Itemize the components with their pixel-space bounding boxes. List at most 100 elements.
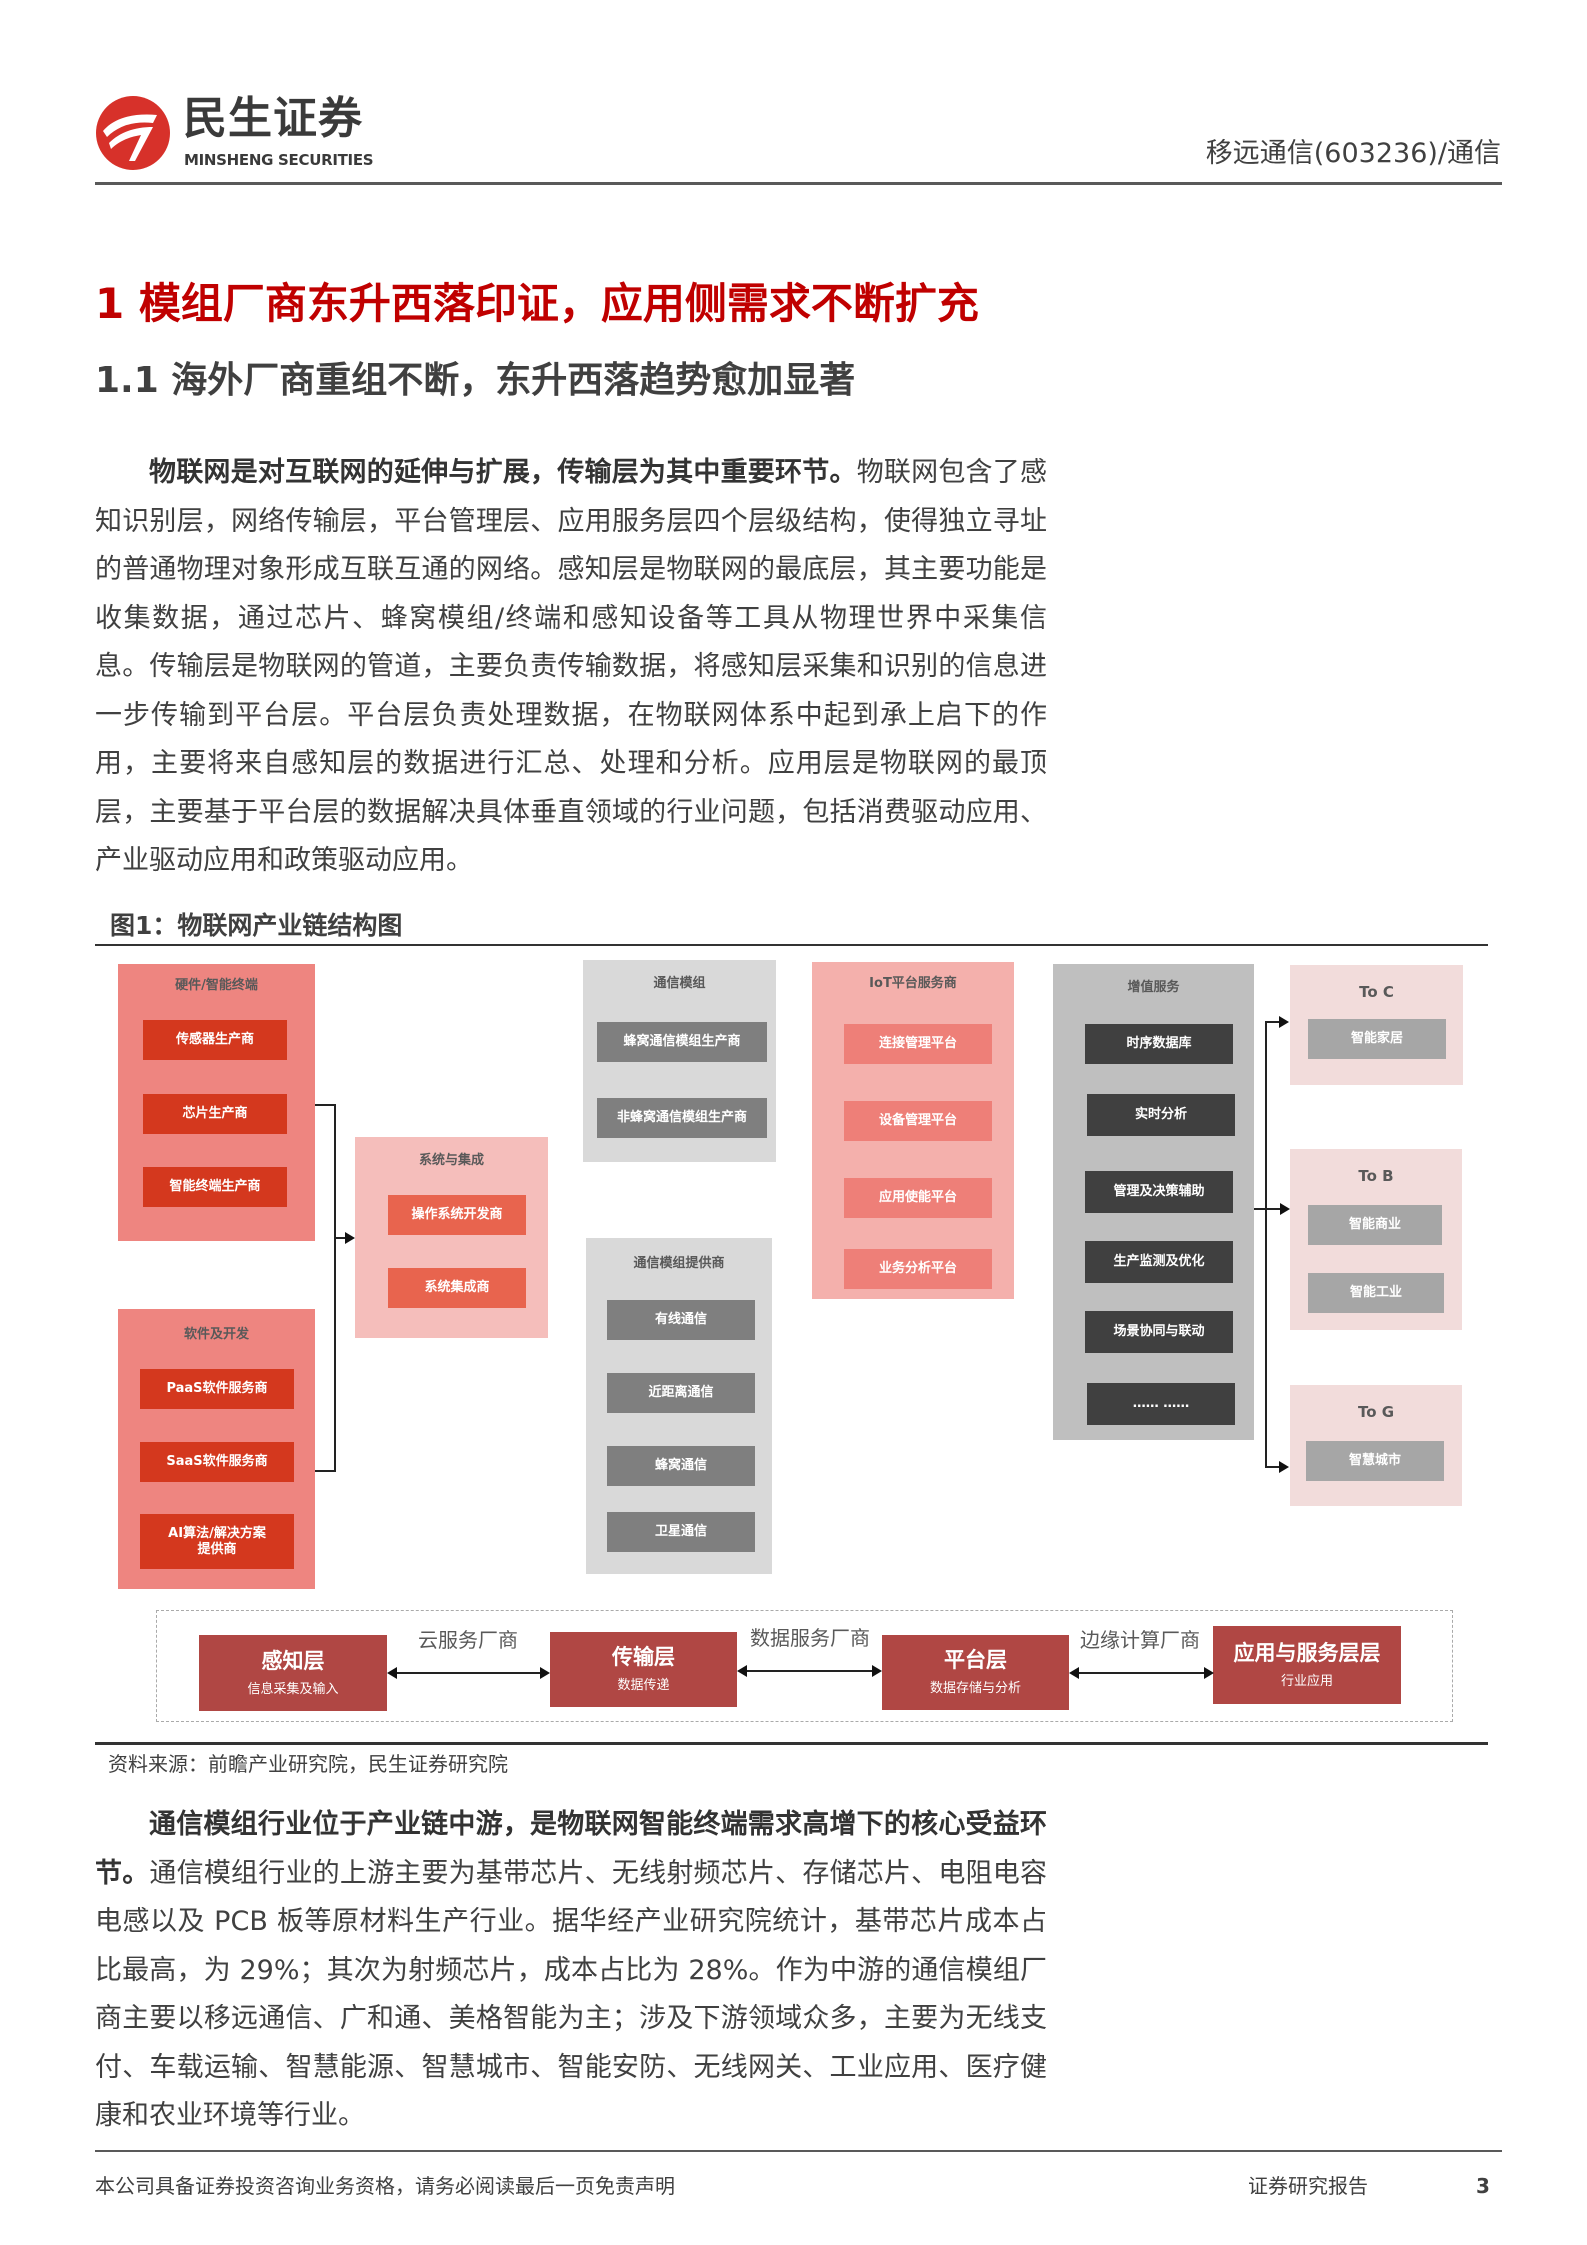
- layer-sub: 行业应用: [1280, 1673, 1333, 1689]
- group-title: To G: [1357, 1403, 1395, 1421]
- connector: [1265, 1466, 1279, 1468]
- arrow-head-icon: [540, 1667, 550, 1679]
- node: 操作系统开发商: [388, 1195, 526, 1235]
- node: 业务分析平台: [844, 1249, 992, 1289]
- figure-source: 资料来源：前瞻产业研究院，民生证券研究院: [108, 1752, 508, 1776]
- header-divider: [95, 182, 1502, 185]
- subsection-heading: 1.1 海外厂商重组不断，东升西落趋势愈加显著: [95, 360, 856, 401]
- group-to-c: To C 智能家居: [1290, 965, 1463, 1085]
- logo: 民生证券 MINSHENG SECURITIES: [95, 95, 385, 171]
- layer-name: 感知层: [261, 1648, 325, 1673]
- vendor-label: 边缘计算厂商: [1080, 1628, 1200, 1652]
- connector: [1265, 1021, 1279, 1023]
- connector: [334, 1104, 336, 1472]
- group-title: To C: [1359, 983, 1394, 1001]
- node: 非蜂窝通信模组生产商: [597, 1098, 767, 1138]
- layer-sub: 数据传递: [617, 1678, 670, 1693]
- group-title: 硬件/智能终端: [175, 978, 258, 993]
- vendor-label: 云服务厂商: [418, 1628, 518, 1652]
- double-arrow: [395, 1672, 541, 1674]
- group-iot-platform: IoT平台服务商 连接管理平台 设备管理平台 应用使能平台 业务分析平台: [812, 962, 1014, 1299]
- logo-mark-icon: [96, 96, 170, 170]
- node: 芯片生产商: [143, 1094, 287, 1134]
- layer-name: 平台层: [944, 1648, 1007, 1672]
- node: 近距离通信: [607, 1373, 755, 1413]
- arrow-head-icon: [387, 1667, 397, 1679]
- group-system-integration: 系统与集成 操作系统开发商 系统集成商: [355, 1137, 548, 1338]
- double-arrow: [1077, 1672, 1205, 1674]
- node: 管理及决策辅助: [1085, 1171, 1233, 1213]
- arrow-head-icon: [1069, 1667, 1079, 1679]
- arrow-head-icon: [1204, 1667, 1214, 1679]
- vendor-label: 数据服务厂商: [750, 1626, 870, 1650]
- connector: [1254, 1208, 1280, 1210]
- logo-text-cn: 民生证券: [183, 93, 363, 144]
- connector: [1265, 1022, 1267, 1467]
- footer-divider: [95, 2150, 1502, 2152]
- figure-title: 图1：物联网产业链结构图: [110, 911, 403, 940]
- node: 智能商业: [1308, 1205, 1442, 1245]
- group-to-b: To B 智能商业 智能工业: [1290, 1149, 1462, 1330]
- arrow-head-icon: [1279, 1016, 1289, 1028]
- node: 应用使能平台: [844, 1178, 992, 1218]
- paragraph-1: 物联网是对互联网的延伸与扩展，传输层为其中重要环节。物联网包含了感知识别层，网络…: [95, 449, 1047, 886]
- layer-perception: 感知层信息采集及输入: [199, 1635, 387, 1711]
- stock-label: 移远通信(603236)/通信: [1205, 138, 1501, 169]
- node: 智慧城市: [1306, 1441, 1444, 1481]
- node: 卫星通信: [607, 1512, 755, 1552]
- group-value-added: 增值服务 时序数据库 实时分析 管理及决策辅助 生产监测及优化 场景协同与联动 …: [1053, 964, 1254, 1440]
- node: 连接管理平台: [844, 1024, 992, 1064]
- group-hardware: 硬件/智能终端 传感器生产商 芯片生产商 智能终端生产商: [118, 964, 315, 1241]
- layer-sub: 数据存储与分析: [929, 1681, 1021, 1696]
- footer-report-type: 证券研究报告: [1248, 2174, 1368, 2198]
- group-title: 通信模组提供商: [633, 1256, 725, 1271]
- arrow-head-icon: [1280, 1203, 1290, 1215]
- node: SaaS软件服务商: [140, 1442, 294, 1482]
- node: 智能终端生产商: [143, 1167, 287, 1207]
- connector: [315, 1470, 335, 1472]
- double-arrow: [745, 1670, 873, 1672]
- paragraph-1-text: 物联网包含了感知识别层，网络传输层，平台管理层、应用服务层四个层级结构，使得独立…: [95, 457, 1047, 876]
- node: 设备管理平台: [844, 1101, 992, 1141]
- section-heading: 1 模组厂商东升西落印证，应用侧需求不断扩充: [95, 279, 979, 328]
- arrow-head-icon: [872, 1665, 882, 1677]
- layers-dashed-frame: [156, 1610, 1453, 1722]
- node: 生产监测及优化: [1085, 1241, 1233, 1283]
- group-software: 软件及开发 PaaS软件服务商 SaaS软件服务商 AI算法/解决方案提供商: [118, 1309, 315, 1589]
- group-to-g: To G 智慧城市: [1290, 1385, 1462, 1506]
- paragraph-2: 通信模组行业位于产业链中游，是物联网智能终端需求高增下的核心受益环节。通信模组行…: [95, 1801, 1047, 2141]
- node: 智能家居: [1308, 1019, 1446, 1059]
- arrow-head-icon: [345, 1232, 355, 1244]
- node: 实时分析: [1087, 1094, 1235, 1136]
- group-title: 系统与集成: [418, 1153, 484, 1168]
- group-title: To B: [1358, 1167, 1394, 1185]
- node: 时序数据库: [1085, 1024, 1233, 1064]
- paragraph-1-lead: 物联网是对互联网的延伸与扩展，传输层为其中重要环节。: [149, 457, 857, 488]
- group-title: 通信模组: [653, 976, 706, 991]
- group-title: IoT平台服务商: [869, 976, 957, 991]
- node: 有线通信: [607, 1300, 755, 1340]
- layer-name: 传输层: [612, 1645, 675, 1669]
- node: AI算法/解决方案提供商: [140, 1514, 294, 1569]
- node: 蜂窝通信模组生产商: [597, 1022, 767, 1062]
- connector: [334, 1237, 346, 1239]
- logo-text-en: MINSHENG SECURITIES: [184, 151, 374, 169]
- layer-transport: 传输层数据传递: [550, 1632, 737, 1707]
- group-title: 增值服务: [1127, 980, 1180, 995]
- node: 场景协同与联动: [1085, 1311, 1233, 1353]
- node: 传感器生产商: [143, 1020, 287, 1060]
- page-number: 3: [1476, 2174, 1490, 2198]
- arrow-head-icon: [737, 1665, 747, 1677]
- footer-disclaimer: 本公司具备证券投资咨询业务资格，请务必阅读最后一页免责声明: [95, 2174, 675, 2198]
- node: …… ……: [1087, 1383, 1235, 1425]
- paragraph-2-text: 通信模组行业的上游主要为基带芯片、无线射频芯片、存储芯片、电阻电容电感以及 PC…: [95, 1857, 1048, 2132]
- figure-bottom-rule: [95, 1742, 1488, 1745]
- arrow-head-icon: [1279, 1461, 1289, 1473]
- connector: [315, 1104, 335, 1106]
- group-comm-module: 通信模组 蜂窝通信模组生产商 非蜂窝通信模组生产商: [583, 960, 776, 1162]
- layer-platform: 平台层数据存储与分析: [882, 1635, 1069, 1710]
- figure-top-rule: [95, 944, 1488, 946]
- group-title: 软件及开发: [183, 1327, 249, 1342]
- node: 系统集成商: [388, 1268, 526, 1308]
- group-module-provider: 通信模组提供商 有线通信 近距离通信 蜂窝通信 卫星通信: [586, 1238, 772, 1574]
